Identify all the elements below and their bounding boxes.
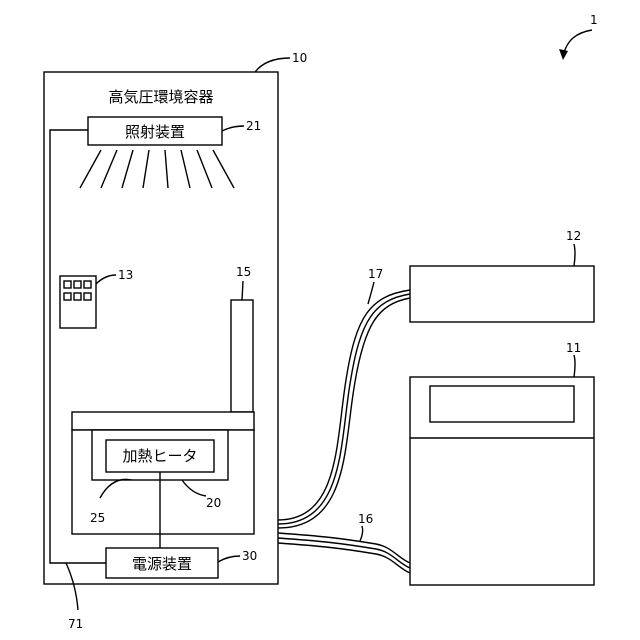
unit-12 [410,266,594,322]
ref-cable-16: 16 [358,512,373,526]
panel-button [64,281,71,288]
pillar-leader [242,281,243,300]
unit-12-leader [574,244,575,266]
panel-button [64,293,71,300]
ref-unit-12: 12 [566,229,581,243]
irradiation-device-label: 照射装置 [125,123,185,141]
container-title: 高気圧環境容器 [108,88,213,106]
ref-wire-71: 71 [68,617,83,631]
cable-17-strand [278,298,410,528]
unit-11-leader [574,355,575,377]
cable-16-strand [278,538,410,568]
cable-16-strand [278,533,410,563]
cable-17 [278,290,410,528]
ref-system: 1 [590,13,598,27]
cable-17-strand [278,294,410,524]
cable-16-leader [360,526,363,541]
ref-container: 10 [292,51,307,65]
cable-16-strand [278,543,410,573]
unit-11-display [430,386,574,422]
container-leader [255,58,290,72]
ref-power-supply: 30 [242,549,257,563]
panel-button [84,281,91,288]
ref-irradiation-device: 21 [246,119,261,133]
ref-unit-11: 11 [566,341,581,355]
pillar-15 [231,300,253,412]
ref-cable-17: 17 [368,267,383,281]
ref-pillar: 15 [236,265,251,279]
cable-16 [278,533,410,573]
panel-button [74,281,81,288]
power-supply-label: 電源装置 [132,555,192,573]
heater-assembly-top [72,412,254,430]
system-arrowhead [559,49,568,60]
ref-heater-element: 25 [90,511,105,525]
cable-17-leader [368,282,374,304]
panel-button [74,293,81,300]
heater-label: 加熱ヒータ [122,447,197,465]
ref-heater-assembly: 20 [206,496,221,510]
panel-button [84,293,91,300]
ref-panel: 13 [118,268,133,282]
cable-17-strand [278,290,410,520]
